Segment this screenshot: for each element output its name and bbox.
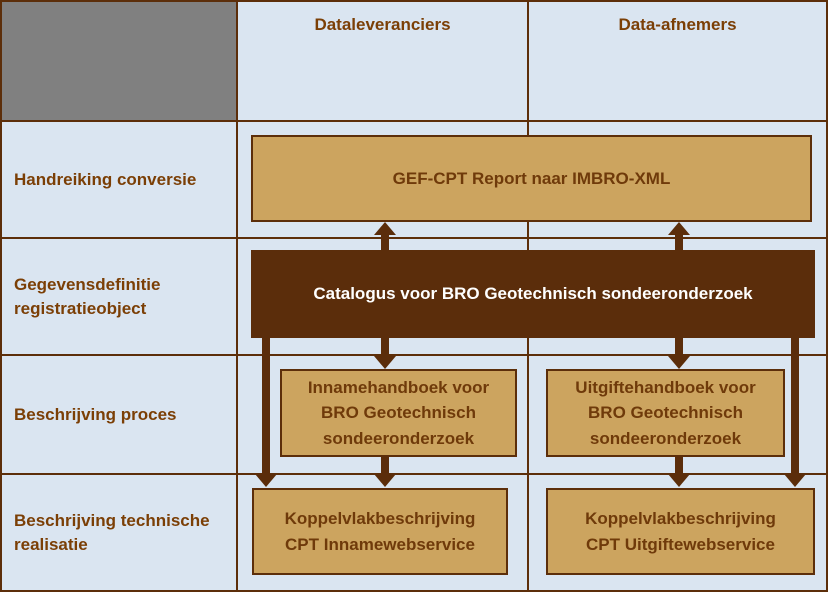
row-label-handreiking-conversie: Handreiking conversie bbox=[14, 169, 197, 189]
grid-vline-labels bbox=[236, 2, 238, 590]
grid-hline-header bbox=[2, 120, 826, 122]
row-label-gegevensdefinitie: Gegevensdefinitie registratieobject bbox=[14, 274, 161, 318]
column-header-data-afnemers: Data-afnemers bbox=[618, 15, 737, 34]
box-innamehandboek: Innamehandboek voor BRO Geotechnisch son… bbox=[280, 369, 517, 457]
row-label-technische-realisatie: Beschrijving technische realisatie bbox=[14, 510, 210, 554]
grid-hline-row3 bbox=[2, 473, 826, 475]
grid-hline-row1 bbox=[2, 237, 826, 239]
grid-hline-row2 bbox=[2, 354, 826, 356]
box-catalogus: Catalogus voor BRO Geotechnisch sondeero… bbox=[251, 250, 815, 338]
box-uitgiftehandboek: Uitgiftehandboek voor BRO Geotechnisch s… bbox=[546, 369, 785, 457]
box-koppelvlak-uitgifte: Koppelvlakbeschrijving CPT Uitgiftewebse… bbox=[546, 488, 815, 575]
corner-cell bbox=[2, 2, 236, 120]
box-gef-cpt-report: GEF-CPT Report naar IMBRO-XML bbox=[251, 135, 812, 222]
column-header-dataleveranciers: Dataleveranciers bbox=[314, 15, 451, 34]
row-label-beschrijving-proces: Beschrijving proces bbox=[14, 404, 177, 424]
box-koppelvlak-inname: Koppelvlakbeschrijving CPT Innamewebserv… bbox=[252, 488, 508, 575]
